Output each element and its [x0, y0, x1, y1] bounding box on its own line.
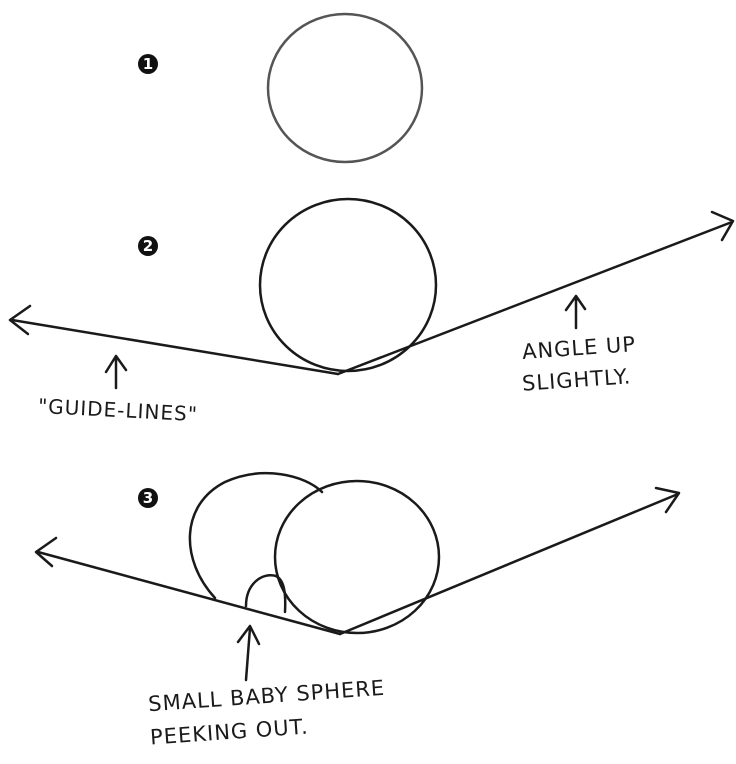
pointer-arrow-guidelines — [106, 356, 126, 388]
sphere-back-step-3 — [190, 473, 322, 598]
guide-line-left-step-2 — [12, 320, 338, 374]
guide-line-right-step-3 — [340, 494, 678, 634]
step-marker-2: 2 — [138, 236, 158, 256]
arrowhead-right-step-3 — [656, 488, 679, 512]
step-marker-3: 3 — [138, 488, 158, 508]
pointer-arrow-baby-sphere — [238, 626, 259, 680]
sphere-front-step-3 — [275, 481, 439, 633]
sphere-step-1 — [268, 14, 422, 162]
pointer-arrow-angle — [566, 296, 585, 328]
guide-line-left-step-3 — [38, 552, 340, 634]
step-marker-1: 1 — [138, 54, 158, 74]
